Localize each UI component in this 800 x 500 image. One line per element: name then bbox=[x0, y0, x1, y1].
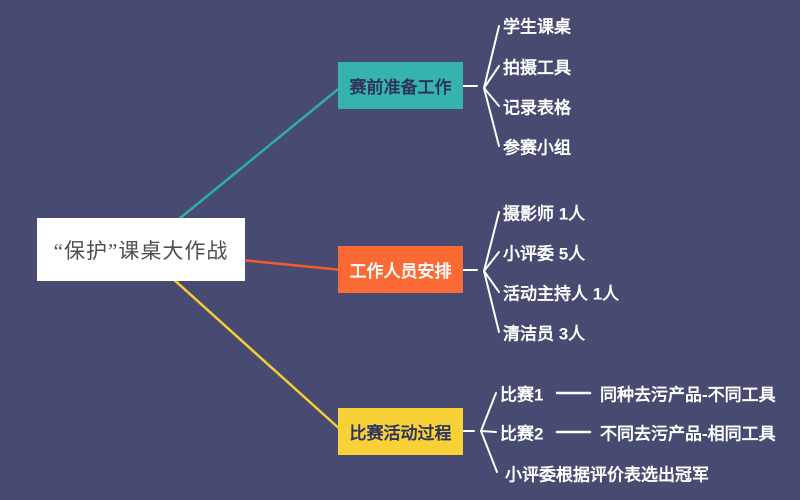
leaf-contest-2[interactable]: 比赛2 bbox=[500, 424, 544, 444]
leaf-student-desks[interactable]: 学生课桌 bbox=[503, 17, 571, 37]
leaf-contest-groups[interactable]: 参赛小组 bbox=[503, 138, 571, 158]
leaf-photographer[interactable]: 摄影师 1人 bbox=[503, 204, 586, 224]
leaf-photo-tools[interactable]: 拍摄工具 bbox=[503, 58, 571, 78]
leaf-contest-1[interactable]: 比赛1 bbox=[500, 385, 544, 405]
leaf-contest-1-detail[interactable]: 同种去污产品-不同工具 bbox=[600, 385, 776, 405]
fan-branch-staff bbox=[462, 211, 500, 333]
leaf-junior-judges[interactable]: 小评委 5人 bbox=[503, 244, 586, 264]
branch-node-process[interactable]: 比赛活动过程 bbox=[338, 408, 463, 455]
root-node[interactable]: “保护”课桌大作战 bbox=[37, 218, 245, 281]
branch-node-staff[interactable]: 工作人员安排 bbox=[338, 246, 463, 293]
fan-branch-process bbox=[460, 392, 498, 473]
fan-branch-preparation bbox=[462, 25, 500, 147]
subleaf-connectors bbox=[555, 391, 592, 434]
leaf-host[interactable]: 活动主持人 1人 bbox=[503, 284, 620, 304]
branch-node-preparation[interactable]: 赛前准备工作 bbox=[338, 62, 463, 109]
leaf-record-forms[interactable]: 记录表格 bbox=[503, 98, 571, 118]
leaf-contest-2-detail[interactable]: 不同去污产品-相同工具 bbox=[600, 424, 776, 444]
leaf-judges-pick-winner[interactable]: 小评委根据评价表选出冠军 bbox=[505, 465, 709, 485]
root-node-label: “保护”课桌大作战 bbox=[53, 238, 229, 263]
leaf-cleaners[interactable]: 清洁员 3人 bbox=[503, 324, 586, 344]
